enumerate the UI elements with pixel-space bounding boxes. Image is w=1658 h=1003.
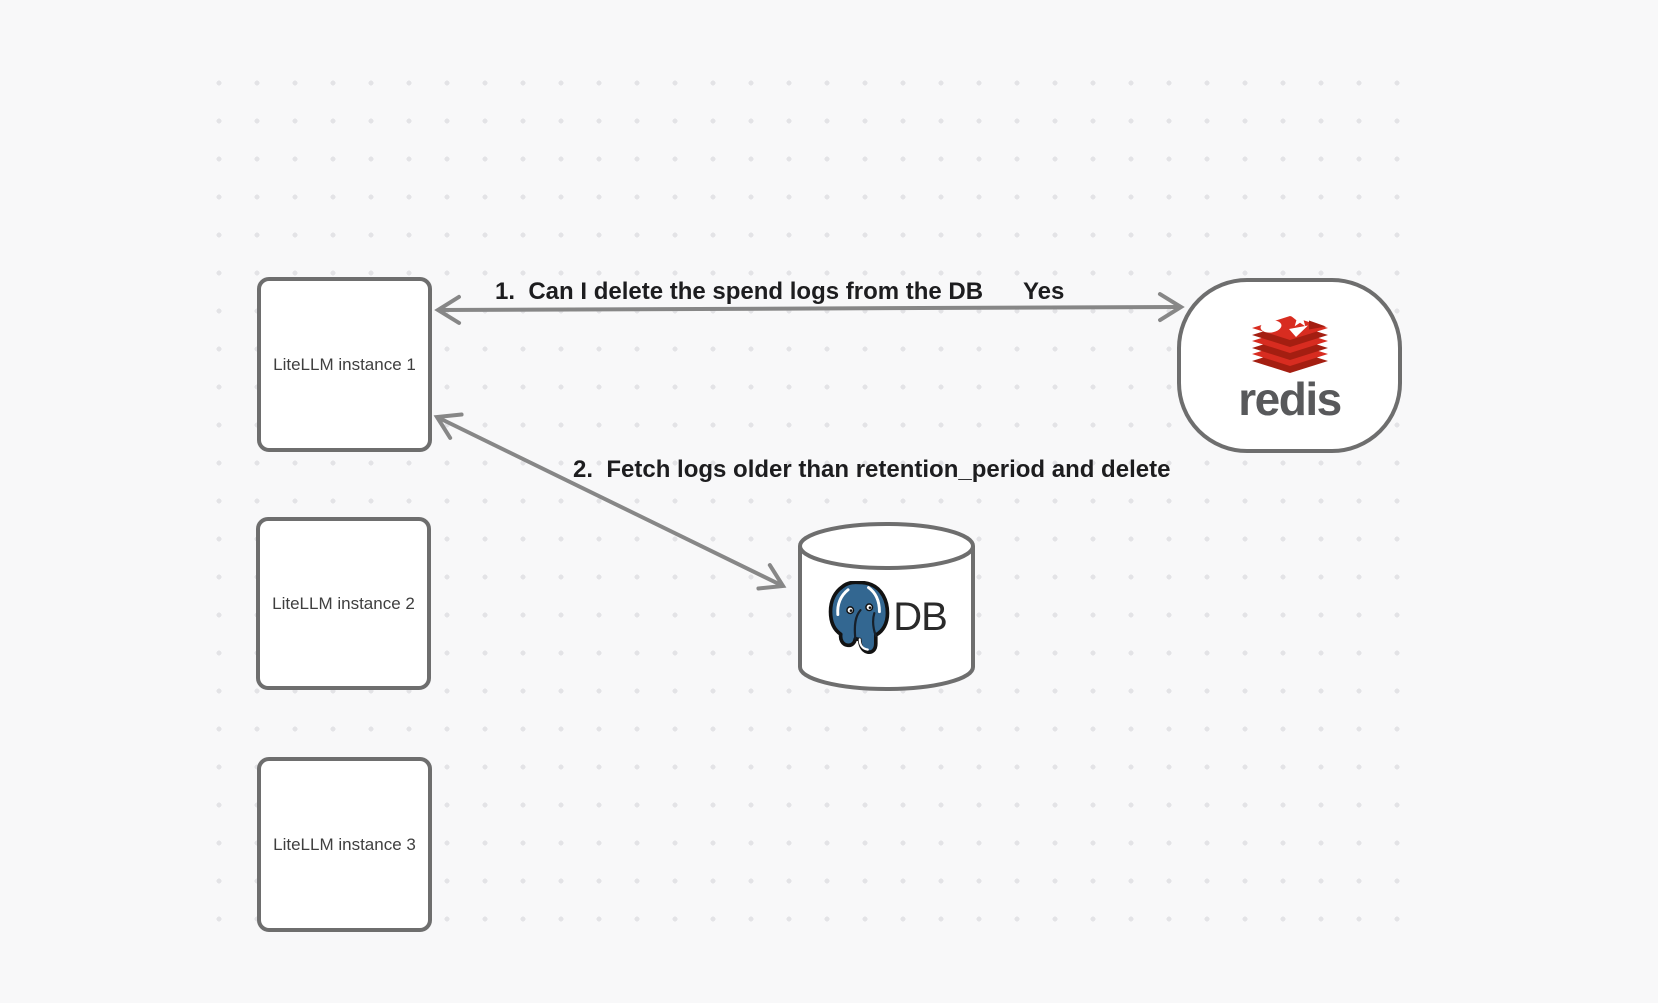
node-litellm-instance-3: LiteLLM instance 3 <box>257 757 432 932</box>
edge2-arrow <box>433 412 787 591</box>
postgresql-logo-icon <box>828 580 890 654</box>
node-litellm-instance-1-label: LiteLLM instance 1 <box>273 354 416 374</box>
edge1-label: 1. Can I delete the spend logs from the … <box>495 278 984 305</box>
node-litellm-instance-2-label: LiteLLM instance 2 <box>272 593 415 613</box>
edge2-label: 2. Fetch logs older than retention_perio… <box>573 456 1171 483</box>
redis-logo-icon <box>1251 310 1328 373</box>
db-label: DB <box>893 594 948 639</box>
node-database: DB <box>798 520 975 693</box>
node-redis: redis <box>1177 278 1402 453</box>
node-litellm-instance-3-label: LiteLLM instance 3 <box>273 834 416 854</box>
database-content: DB <box>798 576 975 658</box>
edge1-answer-label: Yes <box>1023 278 1065 305</box>
node-litellm-instance-1: LiteLLM instance 1 <box>257 277 432 452</box>
redis-wordmark: redis <box>1238 373 1342 425</box>
node-litellm-instance-2: LiteLLM instance 2 <box>256 517 431 690</box>
edge1-arrow <box>434 292 1185 325</box>
